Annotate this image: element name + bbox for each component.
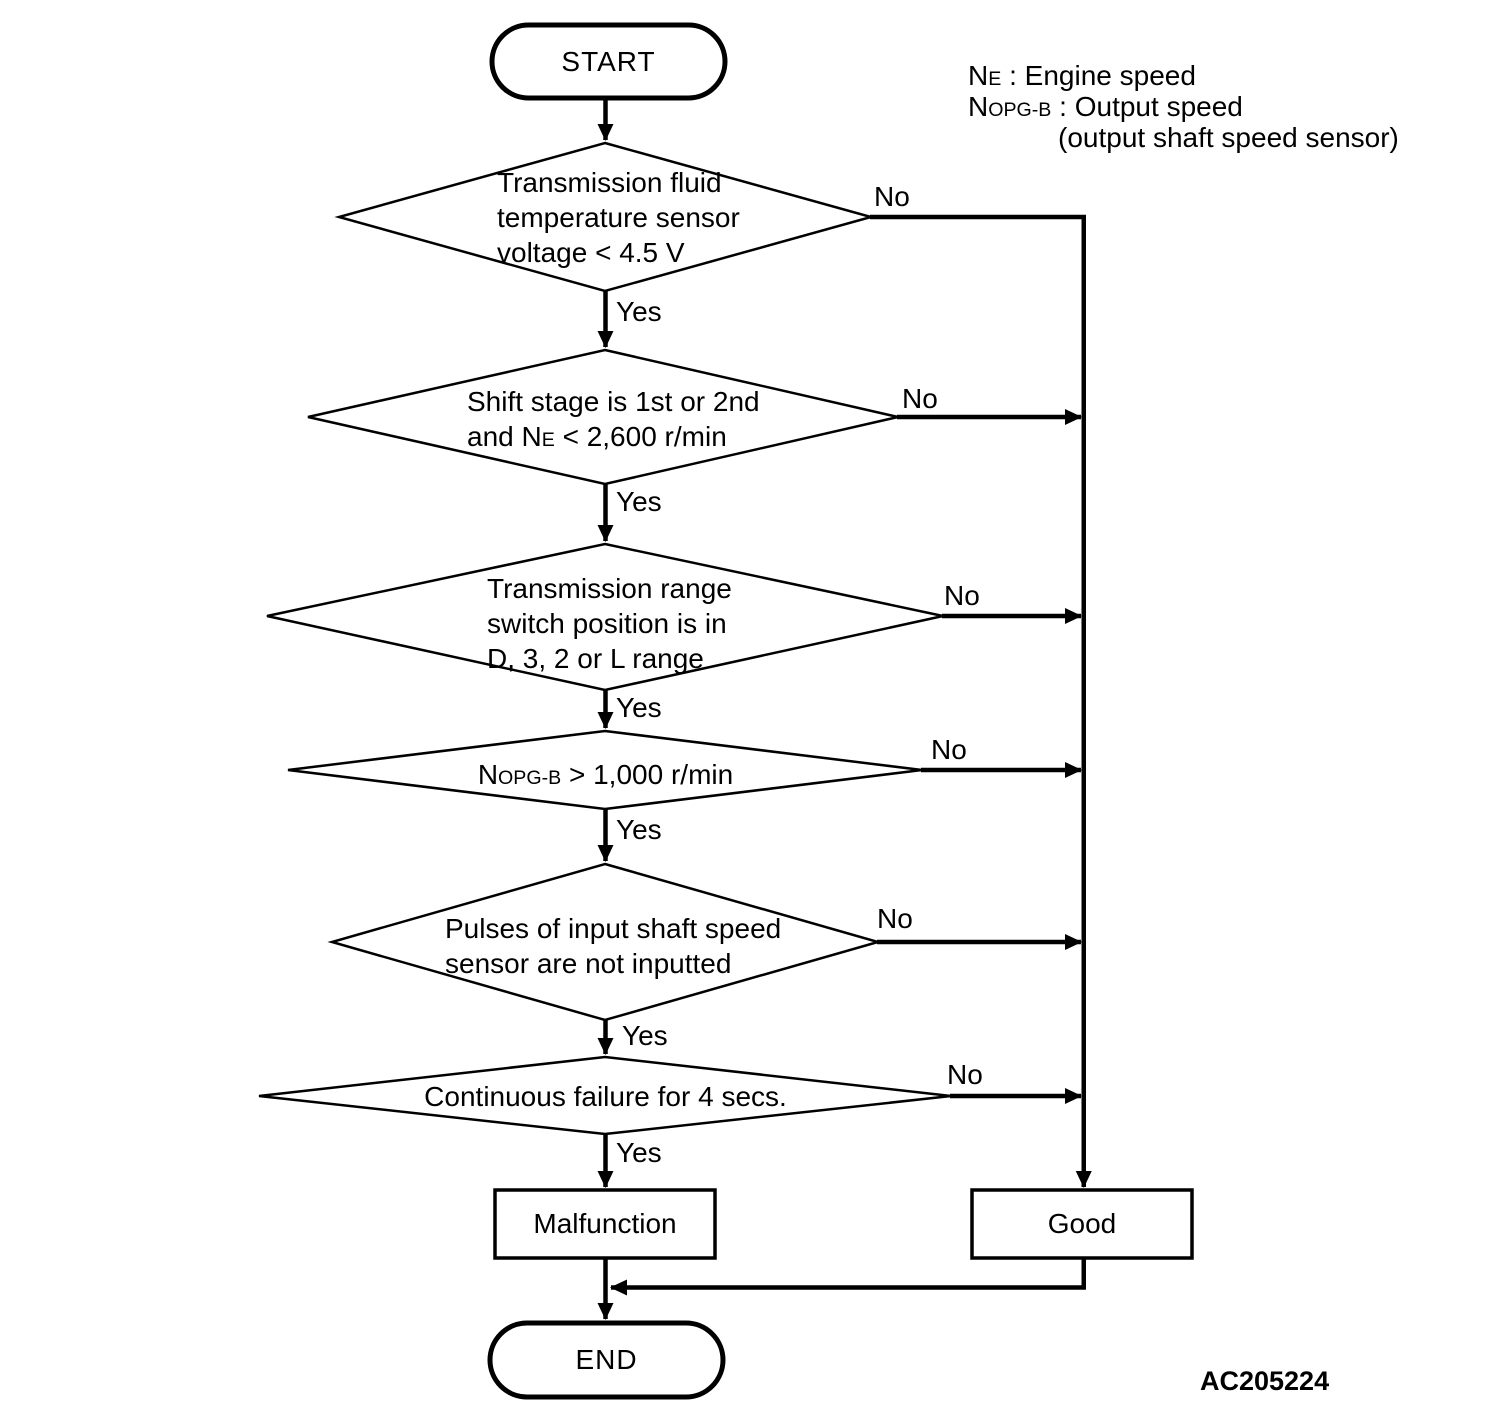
end-node-label: END (575, 1344, 638, 1375)
decision-range-switch-shape (266, 542, 944, 692)
connector-no-fluid-temp-collector-to-good (870, 214, 1092, 1188)
decision-shift-stage-line2: and NE < 2,600 r/min (467, 419, 760, 458)
decision-output-speed-post: > 1,000 r/min (561, 759, 734, 790)
legend-engine-speed-text: : Engine speed (1001, 60, 1196, 91)
decision-input-pulses-line2: sensor are not inputted (445, 948, 732, 979)
legend-engine-speed-symbol: N (968, 60, 989, 91)
no-label-fluid-temp: No (874, 181, 910, 212)
no-label-output-speed: No (931, 734, 967, 765)
good-node-shape (970, 1188, 1194, 1260)
no-label-input-pulses: No (877, 903, 913, 934)
decision-input-pulses-line1: Pulses of input shaft speed (445, 913, 782, 944)
decision-shift-stage-line2-pre: and N (467, 421, 542, 452)
yes-label-shift-stage: Yes (616, 486, 662, 517)
decision-shift-stage-line1: Shift stage is 1st or 2nd (467, 386, 760, 417)
decision-continuous-failure-shape (258, 1055, 952, 1136)
legend-output-speed-text: : Output speed (1051, 91, 1243, 122)
decision-range-switch-line3: D, 3, 2 or L range (487, 643, 704, 674)
decision-fluid-temp-line3: voltage < 4.5 V (497, 237, 685, 268)
decision-shift-stage-shape (307, 348, 899, 486)
yes-label-output-speed: Yes (616, 814, 662, 845)
legend-output-speed-subscript: OPG-B (988, 99, 1052, 121)
legend-output-speed-note: (output shaft speed sensor) (1058, 122, 1399, 153)
figure-code: AC205224 (1200, 1366, 1330, 1396)
yes-label-fluid-temp: Yes (616, 296, 662, 327)
connector-good-to-end-join (610, 1258, 1086, 1296)
yes-label-continuous-failure: Yes (616, 1137, 662, 1168)
no-label-shift-stage: No (902, 383, 938, 414)
legend-output-speed-symbol: N (968, 91, 989, 122)
legend-output-speed: NOPG-B : Output speed (968, 92, 1243, 125)
decision-fluid-temp-text: Transmission fluid temperature sensor vo… (497, 165, 740, 270)
no-label-range-switch: No (944, 580, 980, 611)
decision-range-switch-line1: Transmission range (487, 573, 732, 604)
decision-input-pulses-text: Pulses of input shaft speed sensor are n… (445, 911, 781, 981)
decision-input-pulses-shape (327, 862, 883, 1022)
legend-engine-speed: NE : Engine speed (968, 61, 1196, 94)
start-node-shape (489, 22, 728, 101)
malfunction-node-shape (493, 1188, 717, 1260)
decision-continuous-failure-text: Continuous failure for 4 secs. (424, 1081, 787, 1112)
decision-shift-stage-line2-post: < 2,600 r/min (554, 421, 727, 452)
decision-shift-stage-text: Shift stage is 1st or 2nd and NE < 2,600… (467, 384, 760, 458)
decision-fluid-temp-line2: temperature sensor (497, 202, 740, 233)
decision-range-switch-text: Transmission range switch position is in… (487, 571, 732, 676)
decision-output-speed-text: NOPG-B > 1,000 r/min (355, 757, 856, 796)
good-node-label: Good (1047, 1208, 1117, 1239)
yes-label-input-pulses: Yes (622, 1020, 668, 1051)
decision-fluid-temp-shape (334, 141, 876, 293)
start-node-label: START (561, 46, 656, 77)
decision-range-switch-line2: switch position is in (487, 608, 727, 639)
yes-label-range-switch: Yes (616, 692, 662, 723)
legend-engine-speed-subscript: E (988, 68, 1002, 90)
decision-output-speed-symbol: N (477, 759, 499, 790)
decision-shift-stage-line2-subscript: E (541, 429, 555, 451)
decision-fluid-temp-line1: Transmission fluid (497, 167, 722, 198)
no-label-continuous-failure: No (947, 1059, 983, 1090)
decision-output-speed-shape (287, 729, 923, 811)
end-node-shape (487, 1320, 726, 1400)
decision-output-speed-subscript: OPG-B (498, 767, 562, 789)
malfunction-node-label: Malfunction (533, 1208, 677, 1239)
